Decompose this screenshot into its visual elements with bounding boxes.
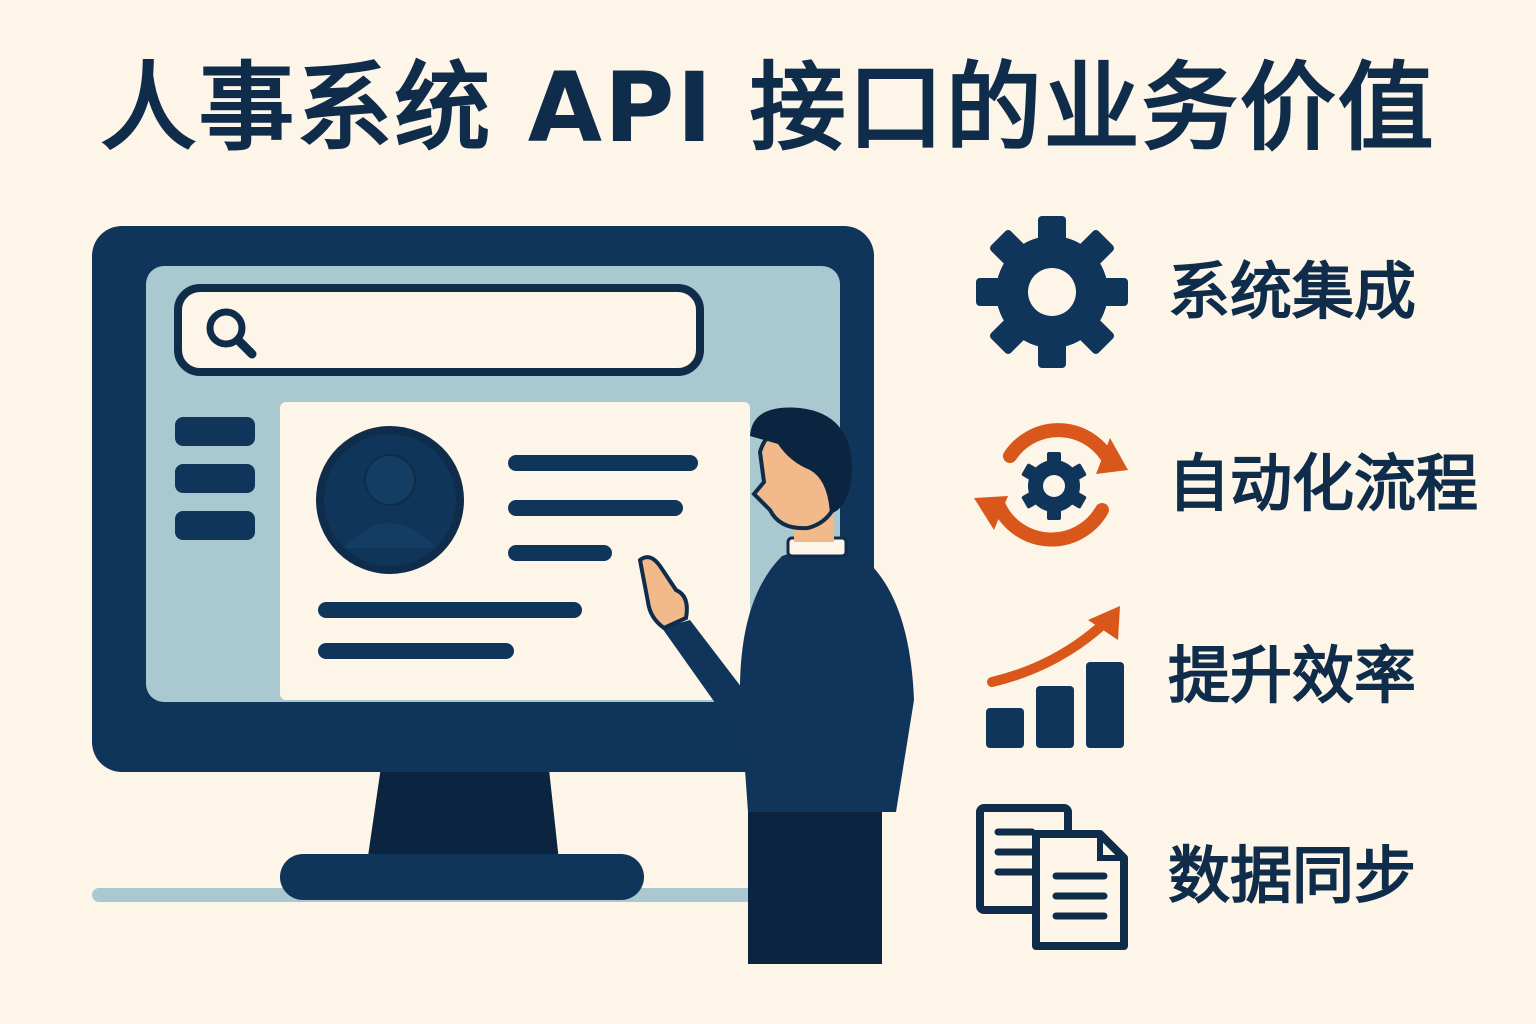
magnifier-icon <box>206 308 257 359</box>
person-arm <box>662 586 812 734</box>
person-legs <box>748 808 882 964</box>
feature-label: 提升效率 <box>1168 639 1417 712</box>
profile-line-1 <box>508 455 698 471</box>
person-pointing-at-screen <box>637 407 914 964</box>
feature-efficiency: 提升效率 <box>970 596 1510 756</box>
feature-data-sync: 数据同步 <box>970 796 1510 956</box>
user-avatar-icon <box>316 426 464 574</box>
feature-label: 系统集成 <box>1168 255 1417 328</box>
monitor-stand <box>366 760 560 870</box>
feature-automation: 自动化流程 <box>970 404 1510 564</box>
nav-pill-2 <box>175 464 255 493</box>
feature-label: 数据同步 <box>1168 839 1417 912</box>
profile-line-2 <box>508 500 683 516</box>
feature-label: 自动化流程 <box>1168 447 1479 520</box>
search-bar <box>174 284 704 376</box>
profile-line-5 <box>318 643 514 659</box>
growth-chart-icon <box>986 606 1124 748</box>
feature-system-integration: 系统集成 <box>970 212 1510 372</box>
gear-icon <box>976 216 1128 368</box>
nav-pill-1 <box>175 417 255 446</box>
profile-line-3 <box>508 545 612 561</box>
person-hand <box>637 555 689 631</box>
page-title: 人事系统 API 接口的业务价值 <box>100 52 1436 164</box>
monitor-base <box>280 854 644 900</box>
refresh-cycle-gear-icon <box>974 423 1128 547</box>
documents-icon <box>976 804 1128 950</box>
nav-pill-3 <box>175 511 255 540</box>
profile-line-4 <box>318 602 582 618</box>
person-hair <box>750 407 852 514</box>
